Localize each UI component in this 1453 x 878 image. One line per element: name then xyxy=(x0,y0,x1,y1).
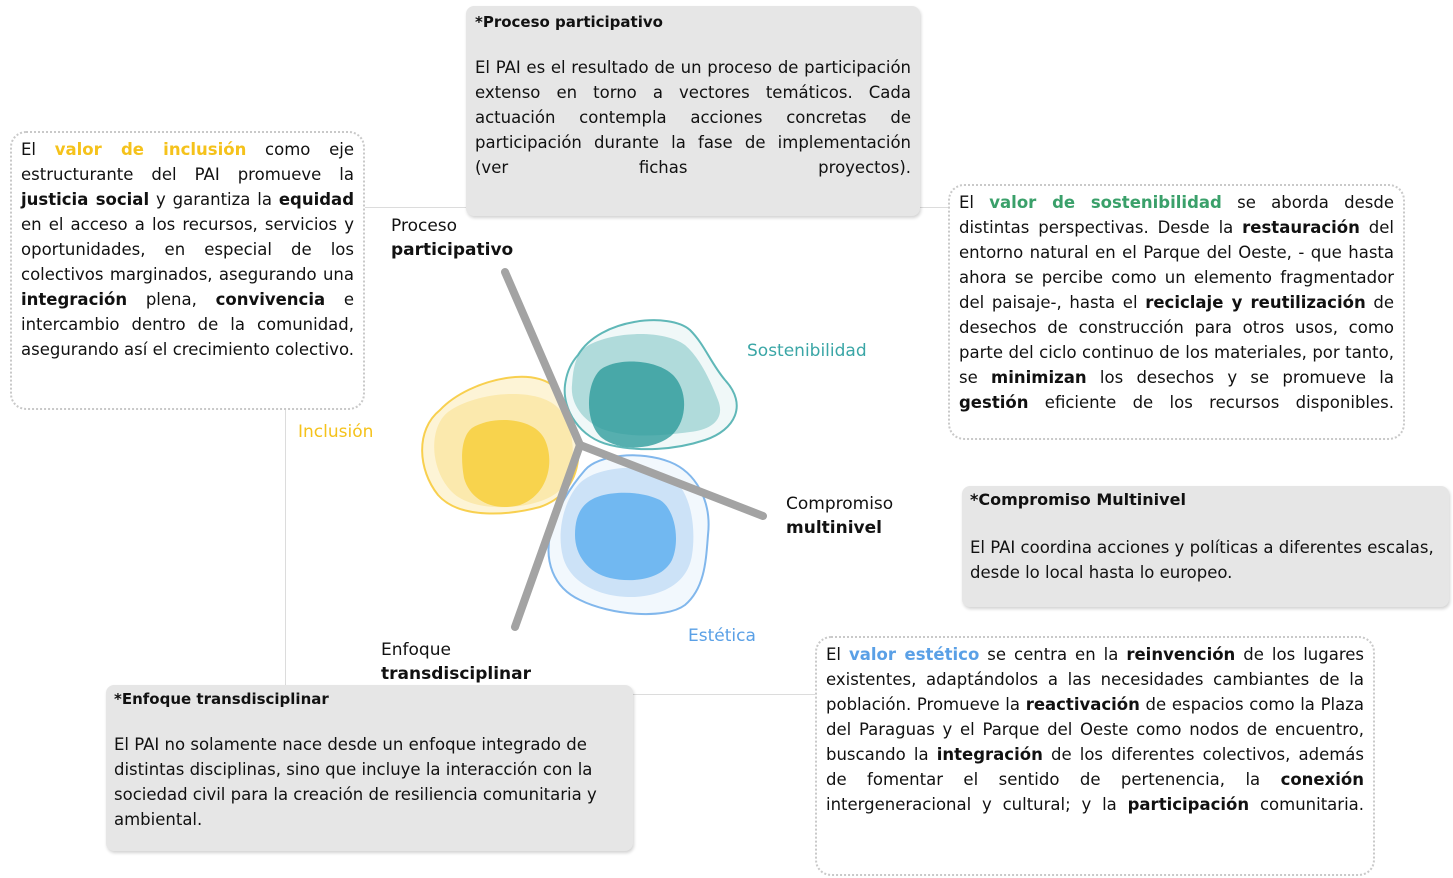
sostenibilidad-label: Sostenibilidad xyxy=(747,341,867,361)
estetico-text: de espacios como la Plaza del Paraguas y… xyxy=(826,695,1364,764)
inclusion-text: El xyxy=(21,140,55,159)
sostenibilidad-text: los desechos y se promueve la xyxy=(1086,368,1394,387)
inclusion-value-box: El valor de inclusión como eje estructur… xyxy=(10,131,365,410)
estetica-mid-shape xyxy=(560,467,694,598)
inclusion-outer-shape xyxy=(421,375,580,515)
proceso-participativo-box: *Proceso participativo El PAI es el resu… xyxy=(466,6,920,216)
proceso-participativo-label: Proceso participativo xyxy=(391,214,513,262)
sostenibilidad-text: eficiente de los recursos disponibles. xyxy=(1028,393,1394,412)
enfoque-transdisciplinar-box: *Enfoque transdisciplinar El PAI no sola… xyxy=(106,685,633,851)
inclusion-mid-shape xyxy=(434,393,573,508)
estetico-highlight: valor estético xyxy=(849,645,980,664)
compromiso-axis-line xyxy=(576,441,767,520)
proceso-axis-line xyxy=(501,268,584,449)
inclusion-core-shape xyxy=(462,419,550,507)
sostenibilidad-text: se aborda desde distintas perspectivas. … xyxy=(959,193,1394,237)
inclusion-text: plena, xyxy=(127,290,216,309)
estetico-bold: reinvención xyxy=(1126,645,1236,664)
estetica-outer-shape xyxy=(547,454,710,615)
connector-line xyxy=(633,694,816,695)
inclusion-bold: convivencia xyxy=(215,290,326,309)
inclusion-text: y garantiza la xyxy=(149,190,279,209)
sostenibilidad-bold: gestión xyxy=(959,393,1029,412)
sostenibilidad-outer-shape xyxy=(563,319,738,451)
inclusion-bold: justicia social xyxy=(21,190,150,209)
estetico-value-box: El valor estético se centra en la reinve… xyxy=(815,636,1375,876)
sostenibilidad-text: El xyxy=(959,193,990,212)
inclusion-bold: equidad xyxy=(278,190,355,209)
proceso-label-line1: Proceso xyxy=(391,216,458,236)
estetico-bold: reactivación xyxy=(1025,695,1140,714)
enfoque-body: El PAI no solamente nace desde un enfoqu… xyxy=(114,735,597,829)
sostenibilidad-value-box: El valor de sostenibilidad se aborda des… xyxy=(948,184,1405,440)
inclusion-label: Inclusión xyxy=(298,422,374,442)
inclusion-text: como eje estructurante del PAI promueve … xyxy=(21,140,354,184)
estetico-bold: participación xyxy=(1127,795,1250,814)
estetico-text: El xyxy=(826,645,850,664)
estetica-core-shape xyxy=(575,492,676,581)
estetico-text: de los diferentes colectivos, además de … xyxy=(826,745,1364,789)
sostenibilidad-text: de desechos de construcción para otros u… xyxy=(959,293,1395,387)
proceso-heading: *Proceso participativo xyxy=(475,13,663,31)
estetico-bold: integración xyxy=(936,745,1043,764)
sostenibilidad-highlight: valor de sostenibilidad xyxy=(989,193,1222,212)
connector-line xyxy=(363,207,467,208)
estetico-text: comunitaria. xyxy=(1249,795,1365,814)
compromiso-body: El PAI coordina acciones y políticas a d… xyxy=(970,538,1434,582)
inclusion-bold: integración xyxy=(21,290,128,309)
compromiso-multinivel-box: *Compromiso Multinivel El PAI coordina a… xyxy=(962,486,1449,607)
estetico-text: se centra en la xyxy=(979,645,1127,664)
estetico-text: intergeneracional y cultural; y la xyxy=(826,795,1128,814)
proceso-label-line2: participativo xyxy=(391,240,514,260)
connector-line xyxy=(285,410,286,686)
enfoque-transdisciplinar-label: Enfoque transdisciplinar xyxy=(381,638,531,686)
enfoque-axis-line xyxy=(511,441,584,631)
compromiso-label-line2: multinivel xyxy=(786,518,882,538)
inclusion-highlight: valor de inclusión xyxy=(54,140,247,159)
sostenibilidad-bold: reciclaje y reutilización xyxy=(1145,293,1366,312)
inclusion-text: e intercambio dentro de la comunidad, as… xyxy=(21,290,355,359)
compromiso-multinivel-label: Compromiso multinivel xyxy=(786,492,893,540)
sostenibilidad-text: del entorno natural en el Parque del Oes… xyxy=(959,218,1394,312)
sostenibilidad-bold: restauración xyxy=(1242,218,1360,237)
enfoque-label-line2: transdisciplinar xyxy=(381,664,532,684)
inclusion-text: en el acceso a los recursos, servicios y… xyxy=(21,215,354,284)
enfoque-label-line1: Enfoque xyxy=(381,640,451,660)
sostenibilidad-bold: minimizan xyxy=(991,368,1087,387)
compromiso-heading: *Compromiso Multinivel xyxy=(970,490,1186,509)
enfoque-heading: *Enfoque transdisciplinar xyxy=(114,690,329,708)
compromiso-label-line1: Compromiso xyxy=(786,494,894,514)
sostenibilidad-mid-shape xyxy=(571,334,721,436)
estetica-label: Estética xyxy=(688,626,756,646)
proceso-body: El PAI es el resultado de un proceso de … xyxy=(475,58,911,177)
connector-line xyxy=(919,207,950,208)
sostenibilidad-core-shape xyxy=(588,361,685,448)
estetico-text: de los lugares existentes, adaptándolos … xyxy=(826,645,1364,714)
estetico-bold: conexión xyxy=(1280,770,1364,789)
